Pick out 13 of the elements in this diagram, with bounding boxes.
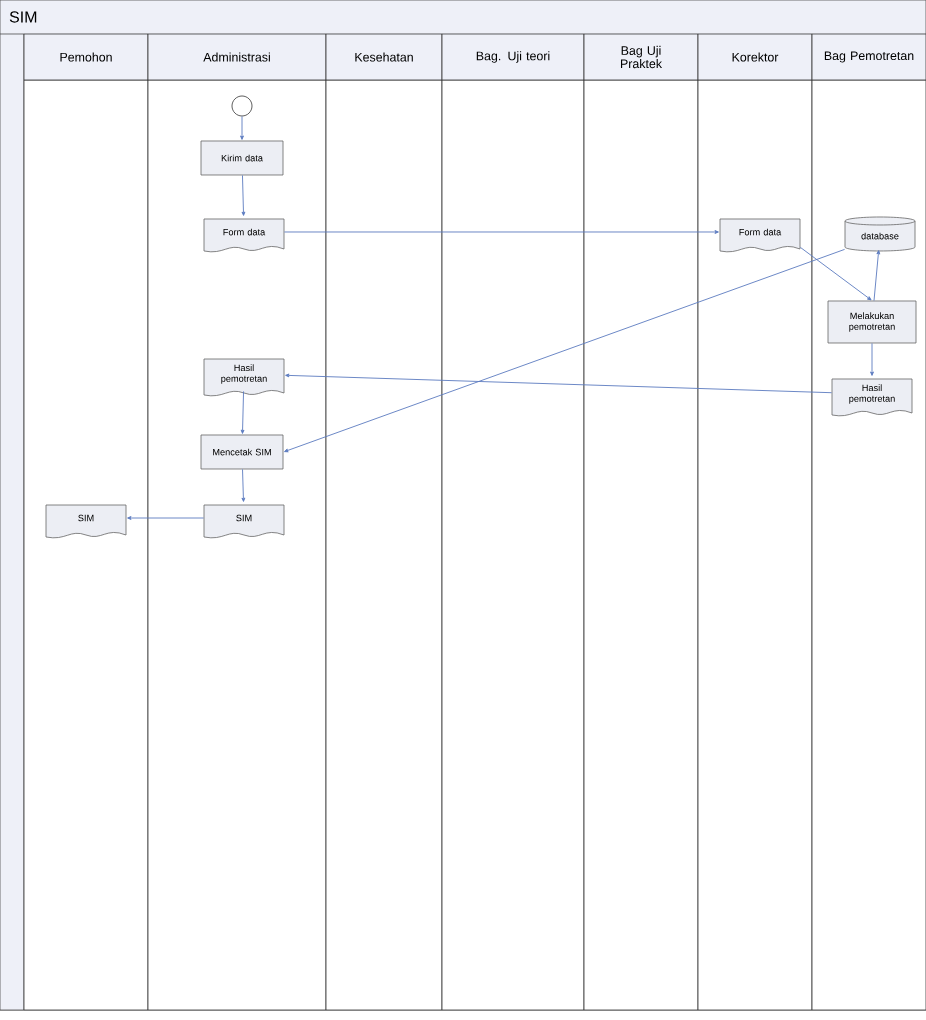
arrow — [241, 468, 246, 502]
arrow — [284, 248, 846, 453]
arrow — [799, 246, 872, 301]
arrow — [127, 516, 205, 520]
arrow — [240, 115, 244, 140]
arrow — [870, 342, 874, 376]
diagram-title: SIM — [9, 11, 37, 23]
arrow — [873, 250, 881, 302]
arrow — [240, 390, 245, 434]
arrow — [241, 174, 246, 216]
start-circle — [231, 95, 253, 117]
arrow — [285, 373, 833, 394]
arrow — [283, 230, 719, 234]
